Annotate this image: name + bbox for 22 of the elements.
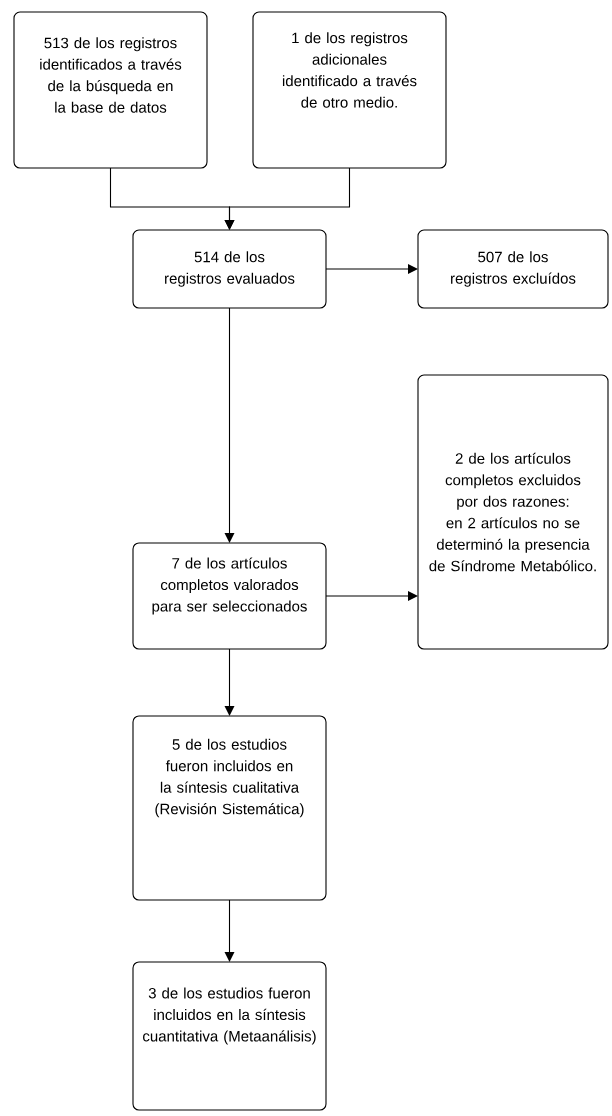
arrow	[325, 591, 418, 601]
process-box	[132, 961, 327, 1111]
box-text: 3 de los estudios fueron incluidos en la síntesis cuantitativa (Metaanálisis)	[143, 987, 316, 1045]
arrow	[325, 264, 418, 274]
box-text: 5 de los estudios fueron incluidos en la síntesis cualitativa (Revisión Sistemática)	[155, 738, 304, 818]
box-text: 513 de los registros identificados a través de la búsqueda en la base de datos	[40, 37, 182, 113]
box-text: 7 de los artículos completos valorados para ser seleccionados	[152, 557, 307, 615]
arrow	[224, 167, 351, 230]
box-text: 1 de los registros adicionales identificado a través de otro medio.	[282, 32, 417, 108]
arrow	[224, 307, 235, 543]
process-box	[13, 11, 208, 169]
process-box	[132, 715, 327, 901]
process-box	[417, 229, 609, 309]
process-box	[132, 229, 327, 309]
box-text: 514 de los registros evaluados	[165, 251, 295, 287]
arrow	[224, 648, 235, 716]
process-box	[417, 374, 609, 650]
process-box	[132, 542, 327, 650]
arrow	[224, 899, 235, 962]
box-text: 507 de los registros excluídos	[451, 251, 576, 287]
process-box	[252, 11, 447, 169]
box-text: 2 de los artículos completos excluidos por dos razones: en 2 artículos no se determinó la presencia de Síndrome Metabólico.	[429, 452, 596, 572]
